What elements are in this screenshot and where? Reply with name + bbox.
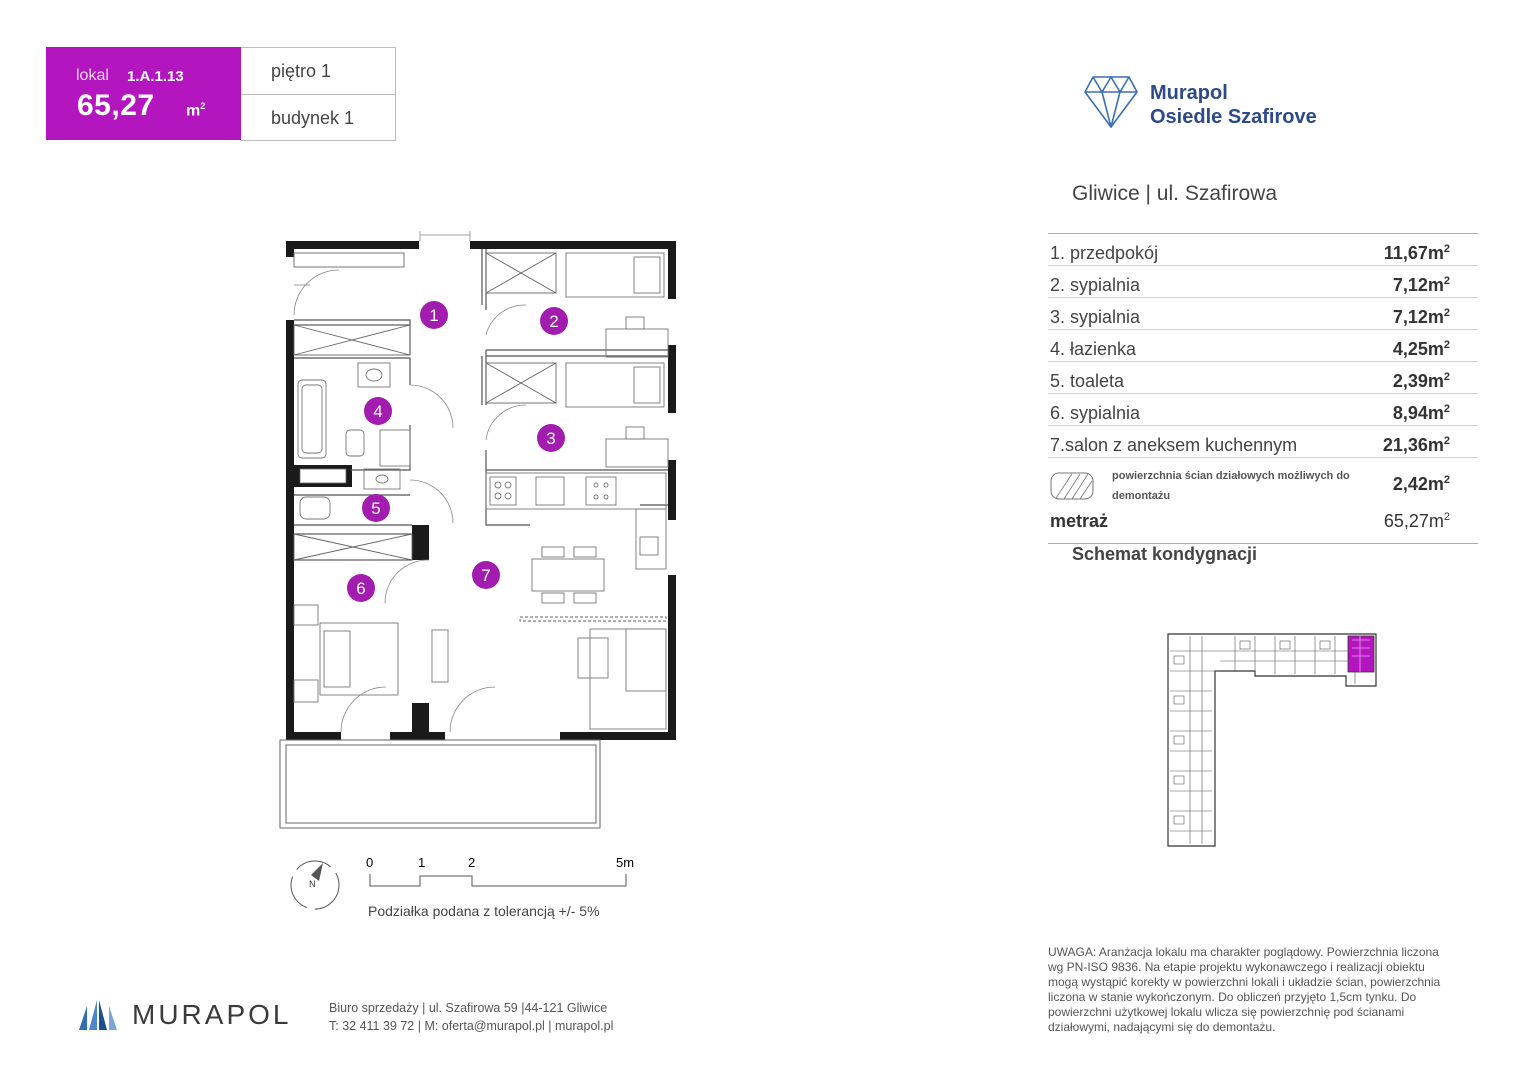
floor-schema-diagram xyxy=(1167,633,1377,847)
building-label: budynek 1 xyxy=(241,94,395,140)
scale-tolerance: Podziałka podana z tolerancją +/- 5% xyxy=(368,903,600,919)
footer-logo-text: MURAPOL xyxy=(132,999,292,1030)
room-badge-label: 2 xyxy=(549,312,558,331)
room-area: 21,36m2 xyxy=(1382,435,1450,455)
unit-area: 65,27 xyxy=(77,89,155,122)
room-badge-label: 5 xyxy=(371,499,380,518)
unit-code: 1.A.1.13 xyxy=(127,68,184,85)
room-number-badges: 1 2 3 4 5 6 7 xyxy=(347,301,568,602)
room-badge-label: 1 xyxy=(429,306,438,325)
scale-tick-5m: 5m xyxy=(616,855,634,870)
hatch-pattern-icon xyxy=(1050,472,1094,500)
room-badge-4 xyxy=(364,397,392,425)
room-area: 11,67m2 xyxy=(1383,243,1450,263)
room-badge-5 xyxy=(362,494,390,522)
demountable-walls-row: powierzchnia ścian działowych możliwych … xyxy=(1048,457,1478,517)
room-badge-label: 7 xyxy=(481,566,490,585)
floor-schema-title: Schemat kondygnacji xyxy=(1072,544,1258,564)
footer-address: Biuro sprzedaży | ul. Szafirowa 59 |44-1… xyxy=(329,1001,608,1015)
room-area: 2,39m2 xyxy=(1392,371,1450,391)
location-label: Gliwice | ul. Szafirowa xyxy=(1072,182,1278,205)
room-row: 1. przedpokój 11,67m2 xyxy=(1048,233,1478,265)
total-area-row: metraż 65,27m2 xyxy=(1048,509,1478,544)
room-badge-2 xyxy=(540,307,568,335)
total-area: 65,27m2 xyxy=(1383,511,1450,531)
unit-info-box: piętro 1 budynek 1 xyxy=(241,47,396,141)
unit-area-unit: m2 xyxy=(186,101,206,120)
brand-line1: Murapol xyxy=(1150,82,1228,104)
compass-north: N xyxy=(309,879,316,889)
demountable-walls-note: powierzchnia ścian działowych możliwych … xyxy=(1112,470,1350,502)
room-badge-label: 6 xyxy=(356,579,365,598)
scale-tick-0: 0 xyxy=(366,855,373,870)
disclaimer-note: UWAGA: Aranżacja lokalu ma charakter pog… xyxy=(1048,945,1441,1034)
room-name: 2. sypialnia xyxy=(1050,275,1141,295)
room-badge-3 xyxy=(537,424,565,452)
diamond-logo-icon xyxy=(1084,76,1138,128)
room-badge-6 xyxy=(347,574,375,602)
scale-bar: 0 1 2 5m xyxy=(366,855,634,887)
footer-contact: T: 32 411 39 72 | M: oferta@murapol.pl |… xyxy=(329,1019,614,1033)
room-badge-label: 3 xyxy=(546,429,555,448)
room-area: 4,25m2 xyxy=(1392,339,1450,359)
total-label: metraż xyxy=(1050,511,1109,531)
outer-walls xyxy=(286,241,676,740)
room-name: 6. sypialnia xyxy=(1050,403,1141,423)
room-row: 4. łazienka 4,25m2 xyxy=(1048,329,1478,361)
room-name: 5. toaleta xyxy=(1050,371,1125,391)
brand-line2: Osiedle Szafirove xyxy=(1150,106,1317,128)
room-badge-7 xyxy=(472,561,500,589)
scale-tick-1: 1 xyxy=(418,855,425,870)
unit-summary-box: lokal 1.A.1.13 65,27 m2 xyxy=(46,47,241,140)
floor-label: piętro 1 xyxy=(271,61,332,81)
floor-plan: 1 2 3 4 5 6 7 xyxy=(279,231,676,829)
room-area: 8,94m2 xyxy=(1392,403,1450,423)
room-row: 7.salon z aneksem kuchennym 21,36m2 xyxy=(1048,425,1478,457)
brand-name: Murapol Osiedle Szafirove xyxy=(1150,81,1317,129)
room-badge-1 xyxy=(420,301,448,329)
room-name: 1. przedpokój xyxy=(1050,243,1159,263)
demountable-walls-area: 2,42m2 xyxy=(1392,474,1450,494)
room-row: 5. toaleta 2,39m2 xyxy=(1048,361,1478,393)
room-row: 6. sypialnia 8,94m2 xyxy=(1048,393,1478,425)
scale-tick-2: 2 xyxy=(468,855,475,870)
room-row: 3. sypialnia 7,12m2 xyxy=(1048,297,1478,329)
room-row: 2. sypialnia 7,12m2 xyxy=(1048,265,1478,297)
room-name: 7.salon z aneksem kuchennym xyxy=(1050,435,1298,455)
room-area: 7,12m2 xyxy=(1392,275,1450,295)
murapol-logo-icon xyxy=(79,1000,117,1030)
room-badge-label: 4 xyxy=(373,402,382,421)
room-name: 3. sypialnia xyxy=(1050,307,1141,327)
unit-label: lokal xyxy=(76,67,109,84)
room-name: 4. łazienka xyxy=(1050,339,1137,359)
compass-icon: N xyxy=(290,860,340,910)
room-area: 7,12m2 xyxy=(1392,307,1450,327)
